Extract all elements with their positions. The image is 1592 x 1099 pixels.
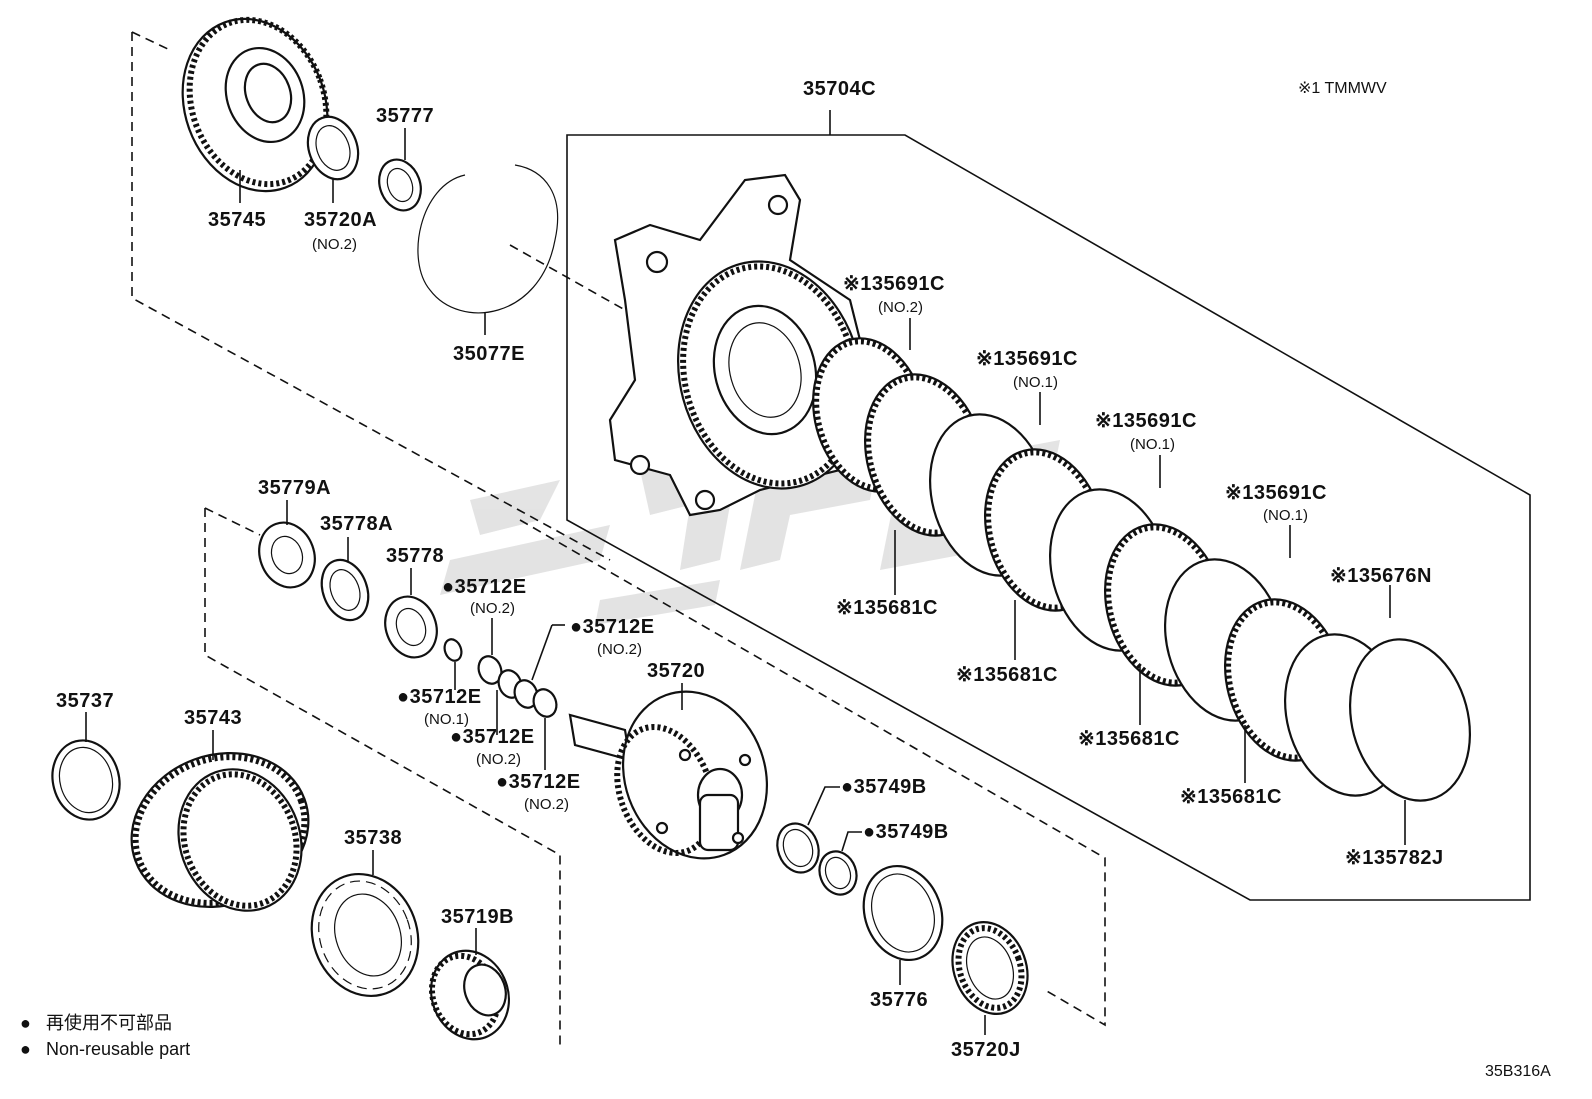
label-35719B[interactable]: 35719B [441, 906, 514, 928]
label-35743[interactable]: 35743 [184, 707, 242, 729]
label-35077E[interactable]: 35077E [453, 343, 525, 365]
part-35077E-drawing[interactable] [417, 164, 559, 314]
label-35681C-a[interactable]: ※135681C [836, 597, 938, 619]
label-35777[interactable]: 35777 [376, 105, 434, 127]
label-35681C-b[interactable]: ※135681C [956, 664, 1058, 686]
label-35720A-sub: (NO.2) [312, 236, 357, 253]
label-35712E-c[interactable]: ●35712E [397, 686, 482, 708]
label-35691C-c[interactable]: ※135691C [1095, 410, 1197, 432]
part-35712E-leaders [454, 618, 565, 770]
part-35776-drawing[interactable] [851, 855, 955, 971]
legend-line-english: Non-reusable part [46, 1039, 190, 1059]
label-35712E-b-sub: (NO.2) [597, 641, 642, 658]
label-35712E-b[interactable]: ●35712E [570, 616, 655, 638]
label-35782J[interactable]: ※135782J [1345, 847, 1444, 869]
part-35743-drawing[interactable] [110, 729, 330, 932]
label-35691C-d[interactable]: ※135691C [1225, 482, 1327, 504]
clutch-pack-leaders [894, 318, 1406, 845]
part-35738-drawing[interactable] [295, 859, 435, 1011]
label-35778A[interactable]: 35778A [320, 513, 393, 535]
label-35749B-a[interactable]: ●35749B [841, 776, 927, 798]
label-35737[interactable]: 35737 [56, 690, 114, 712]
label-35712E-a-sub: (NO.2) [470, 600, 515, 617]
label-35691C-a[interactable]: ※135691C [843, 273, 945, 295]
label-35691C-c-sub: (NO.1) [1130, 436, 1175, 453]
label-35691C-a-sub: (NO.2) [878, 299, 923, 316]
label-35779A[interactable]: 35779A [258, 477, 331, 499]
part-35719B-drawing[interactable] [419, 940, 521, 1051]
part-35720J-drawing[interactable] [940, 912, 1040, 1025]
part-35737-drawing[interactable] [44, 733, 128, 827]
part-35745-drawing[interactable] [159, 0, 351, 212]
label-35720[interactable]: 35720 [647, 660, 705, 682]
dashed-guides [131, 31, 1106, 1050]
label-35745[interactable]: 35745 [208, 209, 266, 231]
part-35720A-drawing[interactable] [300, 110, 367, 187]
part-35779A-drawing[interactable] [250, 515, 323, 595]
label-35691C-d-sub: (NO.1) [1263, 507, 1308, 524]
label-35712E-e-sub: (NO.2) [524, 796, 569, 813]
label-35712E-a[interactable]: ●35712E [442, 576, 527, 598]
part-35778A-drawing[interactable] [314, 553, 377, 626]
legend-bullet-2: ● [20, 1039, 31, 1059]
legend-line-japanese: 再使用不可部品 [46, 1013, 172, 1033]
label-35691C-b[interactable]: ※135691C [976, 348, 1078, 370]
label-35720J[interactable]: 35720J [951, 1039, 1021, 1061]
label-35738[interactable]: 35738 [344, 827, 402, 849]
legend: ● 再使用不可部品 ● Non-reusable part [20, 1013, 190, 1059]
legend-bullet-1: ● [20, 1013, 31, 1033]
part-35720-drawing[interactable] [568, 671, 790, 879]
clutch-pack-drawing[interactable] [797, 325, 1488, 814]
label-35712E-c-sub: (NO.1) [424, 711, 469, 728]
label-35778[interactable]: 35778 [386, 545, 444, 567]
label-35681C-d[interactable]: ※135681C [1180, 786, 1282, 808]
label-35704C[interactable]: 35704C [803, 78, 876, 100]
label-35691C-b-sub: (NO.1) [1013, 374, 1058, 391]
part-35712E-drawing[interactable] [442, 637, 560, 720]
label-35712E-d[interactable]: ●35712E [450, 726, 535, 748]
label-35712E-e[interactable]: ●35712E [496, 771, 581, 793]
diagram-code: 35B316A [1485, 1063, 1551, 1080]
assembly-outline-35704C [566, 110, 1531, 901]
part-35777-drawing[interactable] [372, 154, 427, 217]
part-35749B-leaders [807, 786, 862, 852]
part-35749B-drawing[interactable] [771, 818, 863, 900]
label-35676N[interactable]: ※135676N [1330, 565, 1432, 587]
label-35712E-d-sub: (NO.2) [476, 751, 521, 768]
label-35720A[interactable]: 35720A [304, 209, 377, 231]
label-35776[interactable]: 35776 [870, 989, 928, 1011]
header-note: ※1 TMMWV [1298, 80, 1387, 97]
part-35778-drawing[interactable] [377, 589, 445, 664]
label-35681C-c[interactable]: ※135681C [1078, 728, 1180, 750]
label-35749B-b[interactable]: ●35749B [863, 821, 949, 843]
